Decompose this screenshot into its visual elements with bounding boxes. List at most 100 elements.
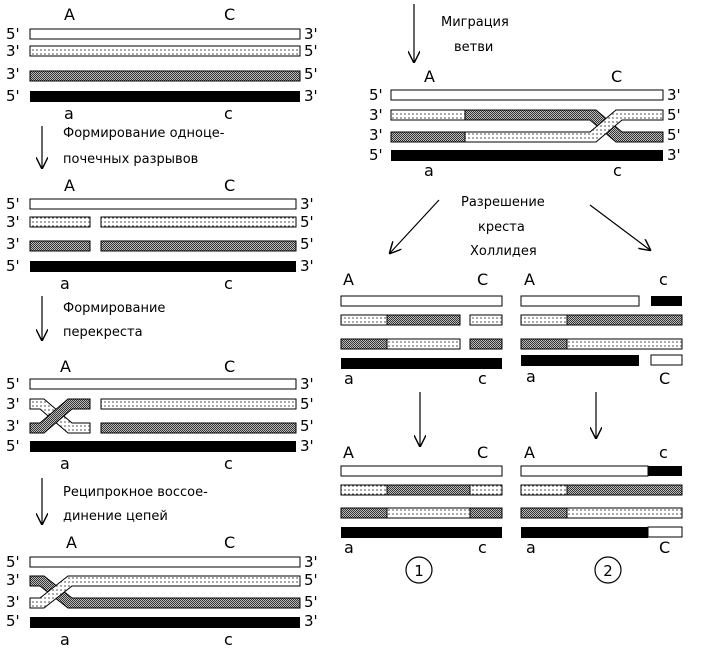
strand-gray xyxy=(386,484,471,496)
panel-nicks: A C 5' 3' 3' 5' 3' 5' 5' 3' a c xyxy=(6,176,314,293)
end-label: 3' xyxy=(304,553,318,571)
allele-C: C xyxy=(611,67,622,86)
strand-dotted xyxy=(566,507,683,519)
strand-dotted xyxy=(469,484,503,496)
allele-c: c xyxy=(224,630,233,649)
strand-white xyxy=(29,556,301,568)
strand-dotted-recombinant xyxy=(29,575,301,609)
end-label: 5' xyxy=(6,612,20,630)
strand-white xyxy=(29,378,297,390)
strand-gray-crossing xyxy=(29,398,91,434)
panel-crossover: A C 5' 3' 3' 5' 3' 5' 5' 3' a c xyxy=(6,357,314,473)
strand-dotted xyxy=(469,314,503,326)
step-label: Формирование xyxy=(63,301,165,316)
end-label: 5' xyxy=(369,86,383,104)
end-label: 5' xyxy=(369,146,383,164)
strand-gray-recombinant xyxy=(29,575,301,609)
end-label: 3' xyxy=(300,195,314,213)
step-label: Формирование одноце- xyxy=(63,126,225,141)
resolution-2-product: A c a C xyxy=(520,443,683,557)
end-label: 5' xyxy=(6,257,20,275)
outcome-circle xyxy=(405,556,433,584)
step-label: перекреста xyxy=(63,325,143,340)
strand-gray-right xyxy=(100,422,297,434)
step-label: Реципрокное воссое- xyxy=(63,485,208,500)
allele-A: A xyxy=(60,357,71,376)
end-label: 5' xyxy=(304,593,318,611)
strand-dotted-right xyxy=(100,398,297,410)
allele-A: A xyxy=(524,443,535,462)
strand-white xyxy=(390,89,664,101)
strand-gray xyxy=(340,338,388,350)
end-label: 3' xyxy=(300,437,314,455)
panel-religation: A C 5' 3' 3' 5' 3' 5' 5' 3' a c xyxy=(6,533,318,649)
end-label: 3' xyxy=(304,25,318,43)
strand-gray xyxy=(520,507,568,519)
strand-white xyxy=(647,526,683,538)
end-label: 3' xyxy=(667,146,681,164)
end-label: 3' xyxy=(300,375,314,393)
strand-black xyxy=(521,355,639,366)
allele-C: C xyxy=(477,270,488,289)
strand-black xyxy=(341,527,502,538)
outcome-circle xyxy=(594,556,622,584)
allele-c: c xyxy=(659,443,668,462)
allele-c: c xyxy=(224,274,233,293)
allele-c: c xyxy=(224,104,233,123)
end-label: 3' xyxy=(6,213,20,231)
end-label: 3' xyxy=(667,86,681,104)
allele-a: a xyxy=(60,630,70,649)
end-label: 3' xyxy=(6,235,20,253)
strand-black xyxy=(651,296,682,306)
allele-a: a xyxy=(60,274,70,293)
strand-dotted xyxy=(520,484,568,496)
allele-C: C xyxy=(224,176,235,195)
strand-dotted xyxy=(386,338,461,350)
strand-white xyxy=(650,354,683,366)
allele-A: A xyxy=(424,67,435,86)
end-label: 5' xyxy=(300,417,314,435)
allele-A: A xyxy=(64,176,75,195)
end-label: 3' xyxy=(6,571,20,589)
end-label: 5' xyxy=(304,42,318,60)
step-label: почечных разрывов xyxy=(63,152,198,167)
step-label: динение цепей xyxy=(63,509,168,524)
allele-A: A xyxy=(66,533,77,552)
strand-gray xyxy=(566,314,683,326)
resolution-1-product: A C a c xyxy=(340,443,503,557)
strand-gray xyxy=(340,507,388,519)
allele-a: a xyxy=(424,161,434,180)
allele-c: c xyxy=(659,270,668,289)
end-label: 5' xyxy=(6,437,20,455)
allele-c: c xyxy=(613,161,622,180)
outcome-number: 2 xyxy=(603,562,613,580)
strand-dotted xyxy=(340,314,388,326)
strand-black xyxy=(30,617,300,628)
strand-dotted xyxy=(29,45,301,57)
allele-A: A xyxy=(64,5,75,24)
strand-white xyxy=(29,198,297,210)
end-label: 5' xyxy=(6,195,20,213)
outcome-number: 1 xyxy=(414,562,424,580)
end-label: 5' xyxy=(300,235,314,253)
end-label: 5' xyxy=(304,65,318,83)
end-label: 3' xyxy=(6,395,20,413)
strand-black xyxy=(648,466,682,476)
panel-initial: A C 5' 3' 3' 5' 3' 5' 5' 3' a c xyxy=(6,5,318,123)
step-label: Разрешение xyxy=(461,195,545,210)
allele-a: a xyxy=(526,538,536,557)
allele-A: A xyxy=(343,270,354,289)
end-label: 5' xyxy=(300,395,314,413)
end-label: 5' xyxy=(6,25,20,43)
allele-c: c xyxy=(478,369,487,388)
end-label: 5' xyxy=(6,87,20,105)
allele-A: A xyxy=(524,270,535,289)
end-label: 3' xyxy=(369,126,383,144)
strand-gray-migrating xyxy=(464,109,664,143)
end-label: 5' xyxy=(300,213,314,231)
strand-dotted xyxy=(340,484,388,496)
end-label: 3' xyxy=(6,417,20,435)
strand-black xyxy=(30,261,296,272)
end-label: 3' xyxy=(6,42,20,60)
